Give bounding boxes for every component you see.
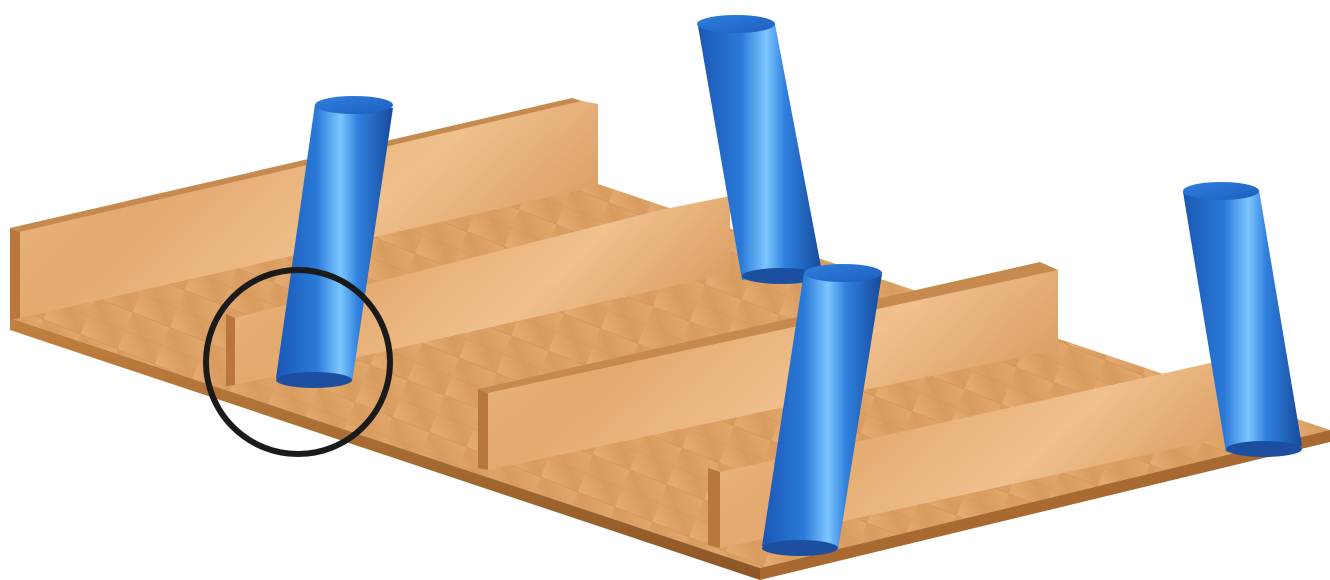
wood-frame-with-posts-diagram — [0, 0, 1330, 580]
